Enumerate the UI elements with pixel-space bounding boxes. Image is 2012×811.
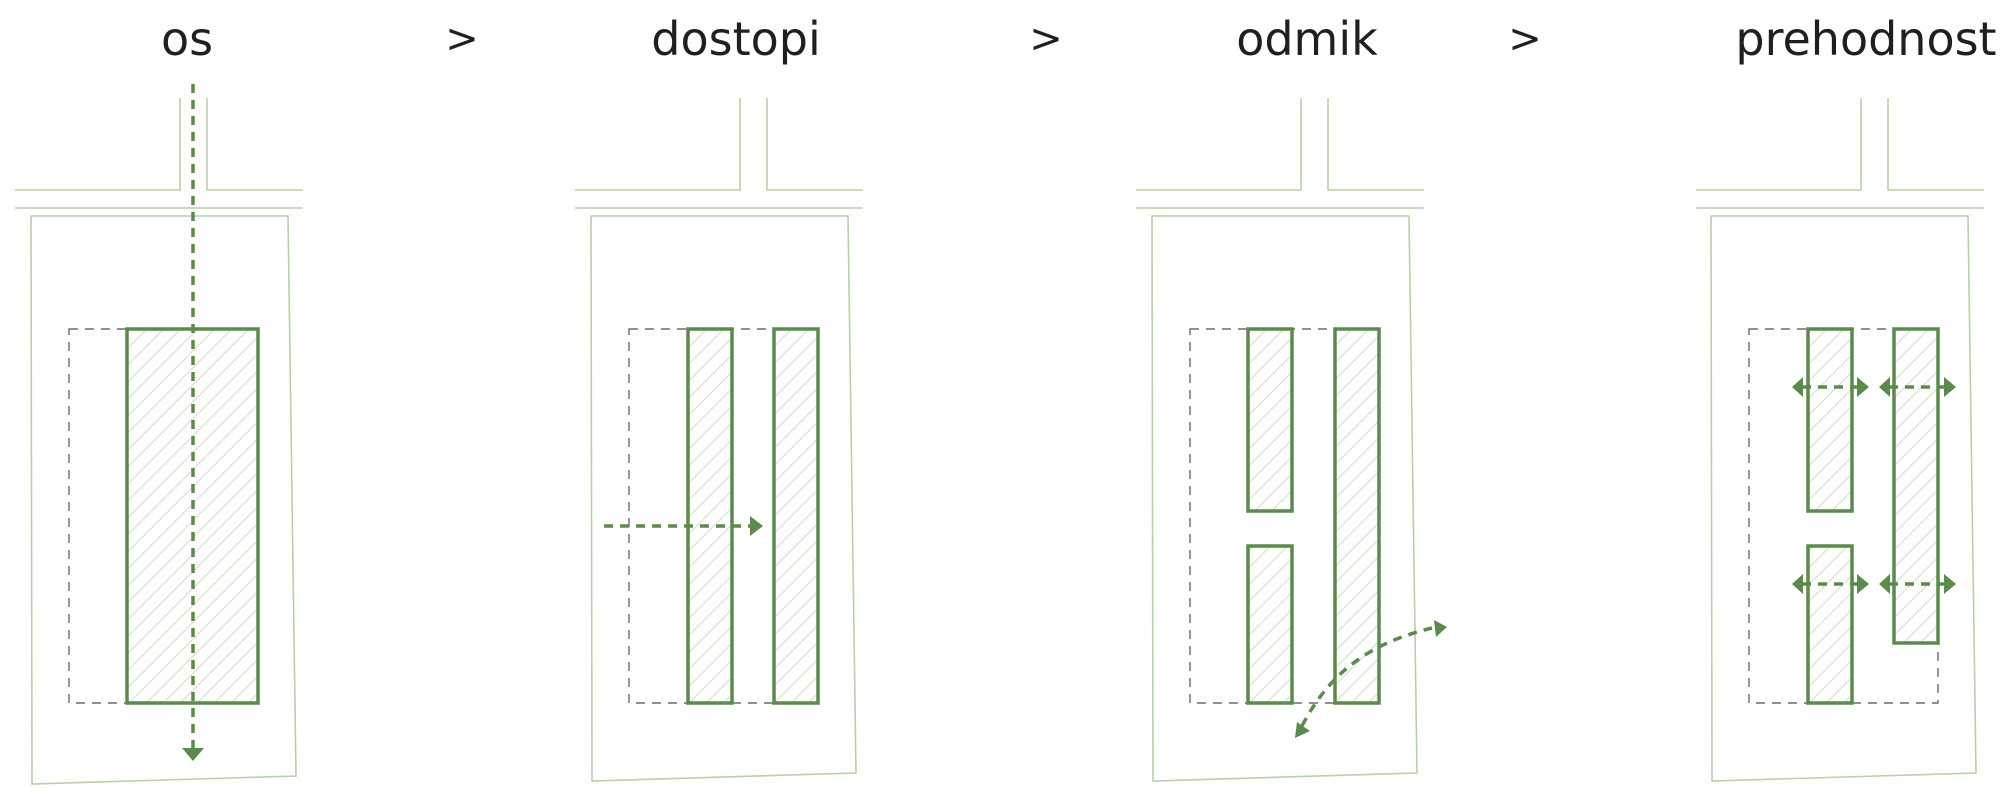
offset-arrowhead-end xyxy=(1434,620,1447,637)
site-plot-outline xyxy=(590,215,857,782)
access-arrowhead xyxy=(750,516,763,536)
panel-dostopi xyxy=(575,98,863,782)
step-title-odmik: odmik xyxy=(1236,12,1378,66)
permeability-arrowheads xyxy=(1792,377,1956,594)
building-volume-right xyxy=(772,327,820,705)
street-lines xyxy=(1136,98,1424,209)
building-volume-lower-left xyxy=(1806,544,1854,705)
building-volume-right xyxy=(1333,327,1381,705)
street-lines xyxy=(575,98,863,209)
building-volume-upper-left xyxy=(1806,327,1854,513)
separator-arrow-1: > xyxy=(445,16,479,62)
building-volume-lower-left xyxy=(1246,544,1294,705)
street-lines xyxy=(1696,98,1984,209)
step-title-prehodnost: prehodnost xyxy=(1735,12,1996,66)
site-plot-outline xyxy=(30,215,297,785)
step-title-os: os xyxy=(161,12,213,66)
panel-prehodnost xyxy=(1696,98,1984,782)
panel-os xyxy=(15,84,303,785)
building-volume-upper-left xyxy=(1246,327,1294,513)
street-lines xyxy=(15,98,303,209)
site-plot-outline xyxy=(1151,215,1418,782)
axis-arrowhead xyxy=(182,748,204,761)
separator-arrow-2: > xyxy=(1029,16,1063,62)
offset-curved-arrow-icon xyxy=(1300,626,1433,727)
offset-arrowhead-start xyxy=(1295,722,1310,738)
step-title-dostopi: dostopi xyxy=(651,12,820,66)
separator-arrow-3: > xyxy=(1508,16,1542,62)
building-volume-right xyxy=(1892,327,1940,645)
panel-odmik xyxy=(1136,98,1447,782)
building-volume-left xyxy=(686,327,734,705)
site-plot-outline xyxy=(1710,215,1977,782)
